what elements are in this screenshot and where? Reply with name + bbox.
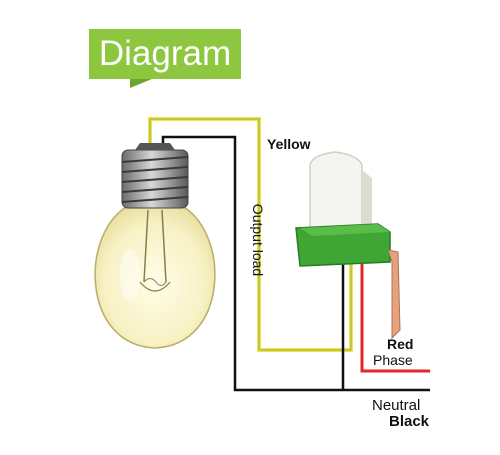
red-wire bbox=[360, 262, 430, 373]
neutral-label: Neutral bbox=[372, 397, 421, 414]
photocell-sensor-icon bbox=[295, 151, 401, 340]
light-bulb-icon bbox=[94, 143, 216, 349]
red-label: Red bbox=[387, 336, 414, 352]
phase-label: Phase bbox=[373, 352, 413, 368]
banner-tail bbox=[130, 79, 152, 88]
yellow-wire bbox=[148, 117, 353, 352]
yellow-label: Yellow bbox=[267, 136, 311, 152]
black-label: Black bbox=[389, 413, 430, 430]
banner-title: Diagram bbox=[98, 34, 232, 73]
output-load-label: Output load bbox=[250, 203, 266, 277]
diagram-banner: Diagram bbox=[89, 29, 241, 79]
